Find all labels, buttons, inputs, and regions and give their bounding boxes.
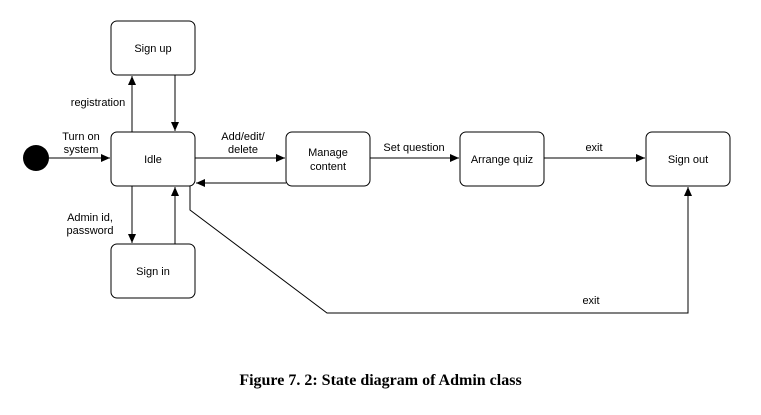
state-sign-in-label: Sign in <box>136 266 170 278</box>
state-sign-in: Sign in <box>110 243 196 299</box>
label-turn-on-2: system <box>64 144 99 156</box>
state-arrange-quiz: Arrange quiz <box>459 131 545 187</box>
state-sign-out: Sign out <box>645 131 731 187</box>
label-add-edit-1: Add/edit/ <box>221 131 265 143</box>
state-manage-content-label-1: Manage <box>308 147 348 159</box>
state-manage-content: Manage content <box>285 131 371 187</box>
label-admin-id-1: Admin id, <box>67 212 113 224</box>
label-exit-bottom: exit <box>582 295 599 307</box>
label-registration: registration <box>71 97 125 109</box>
initial-state <box>23 145 49 171</box>
state-sign-up: Sign up <box>110 20 196 76</box>
label-set-question: Set question <box>383 142 444 154</box>
figure-caption: Figure 7. 2: State diagram of Admin clas… <box>239 372 522 389</box>
state-sign-out-label: Sign out <box>668 154 708 166</box>
label-add-edit-2: delete <box>228 144 258 156</box>
edge-idle-to-sign-out <box>189 186 692 314</box>
state-arrange-quiz-label: Arrange quiz <box>471 154 533 166</box>
label-exit-top: exit <box>585 142 602 154</box>
state-idle: Idle <box>110 131 196 187</box>
state-idle-label: Idle <box>144 154 162 166</box>
label-turn-on-1: Turn on <box>62 131 100 143</box>
state-sign-up-label: Sign up <box>134 43 171 55</box>
label-admin-id-2: password <box>66 225 113 237</box>
state-manage-content-label-2: content <box>310 161 346 173</box>
